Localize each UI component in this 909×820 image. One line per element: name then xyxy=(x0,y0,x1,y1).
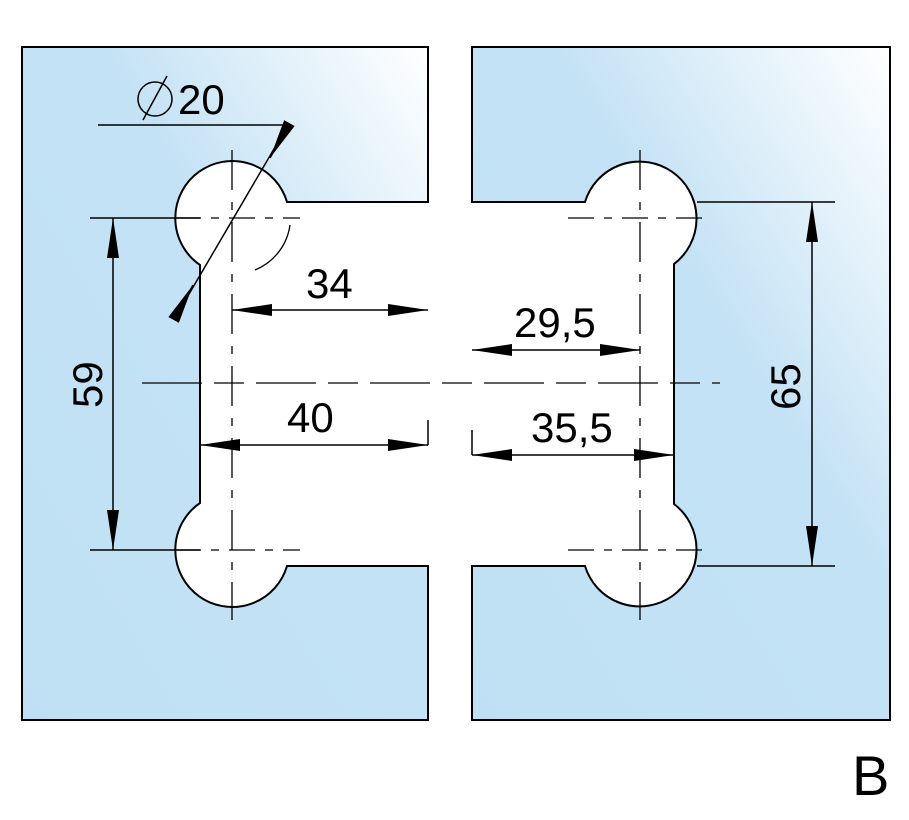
panel-label: B xyxy=(852,744,889,807)
left-inner-depth-label: 34 xyxy=(306,260,353,307)
left-outer-depth-label: 40 xyxy=(287,394,334,441)
left-cutout xyxy=(174,160,429,608)
dimension-lines xyxy=(90,120,835,567)
center-lines xyxy=(142,150,720,620)
left-hole-spacing-label: 59 xyxy=(64,361,111,408)
right-inner-depth-label: 29,5 xyxy=(514,299,596,346)
diameter-icon xyxy=(137,75,173,121)
hole-diameter-value: 20 xyxy=(178,76,225,123)
right-hole-spacing-label: 65 xyxy=(762,363,809,410)
right-cutout xyxy=(471,160,698,608)
right-outer-depth-label: 35,5 xyxy=(531,404,613,451)
